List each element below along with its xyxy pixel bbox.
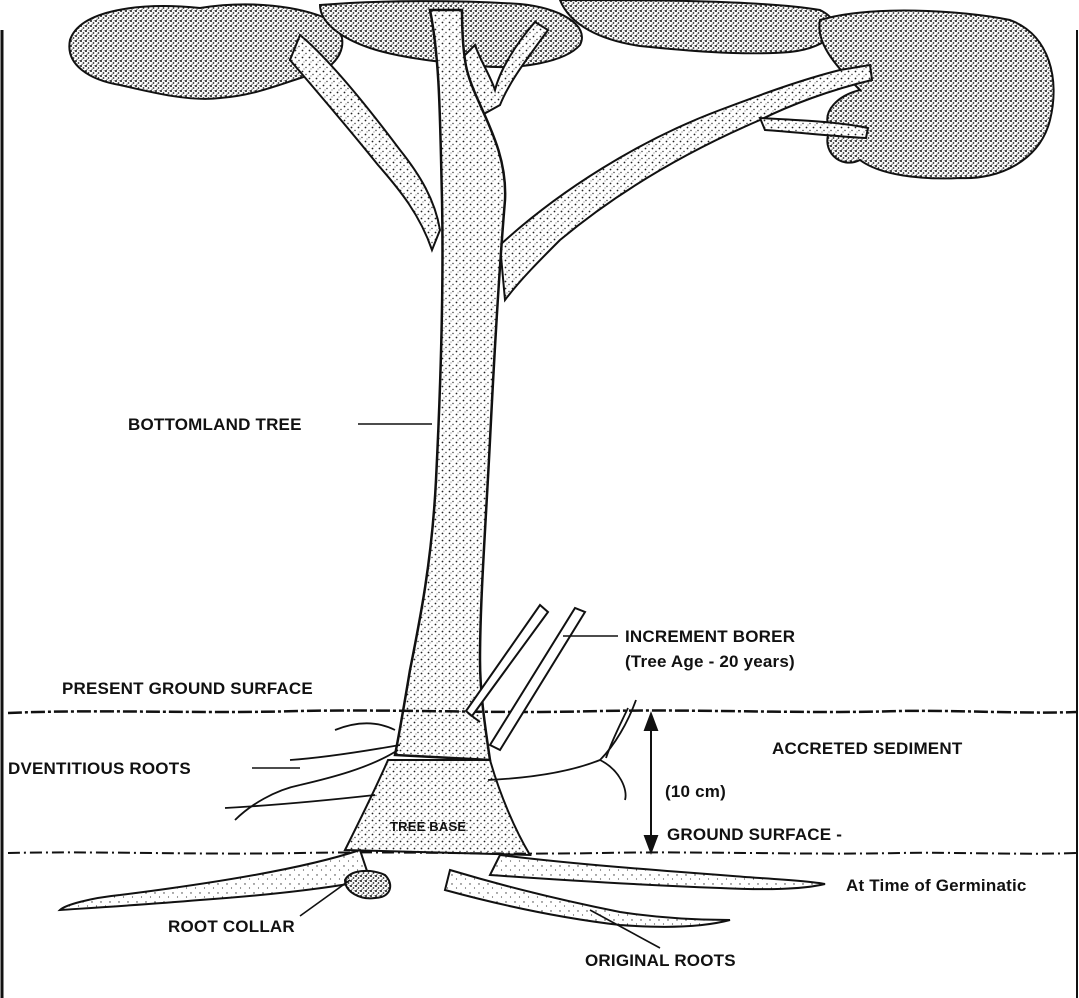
branch-left bbox=[290, 35, 440, 250]
label-at-time-of-germination: At Time of Germinatic bbox=[846, 877, 1027, 894]
label-accreted-sediment: ACCRETED SEDIMENT bbox=[772, 740, 962, 757]
label-sediment-depth: (10 cm) bbox=[665, 783, 726, 800]
label-ground-surface: GROUND SURFACE - bbox=[667, 826, 842, 843]
label-adventitious-roots: DVENTITIOUS ROOTS bbox=[8, 760, 191, 777]
root-collar-knob bbox=[345, 871, 390, 898]
sediment-depth-arrow bbox=[645, 714, 657, 852]
root-left bbox=[60, 850, 370, 910]
branch-right bbox=[500, 65, 872, 300]
label-tree-base: TREE BASE bbox=[390, 820, 466, 833]
foliage-right-top bbox=[560, 0, 834, 53]
label-tree-age: (Tree Age - 20 years) bbox=[625, 653, 795, 670]
root-right-long bbox=[490, 855, 825, 889]
foliage-far-right bbox=[819, 11, 1053, 179]
tree-base-buried bbox=[345, 760, 530, 855]
label-original-roots: ORIGINAL ROOTS bbox=[585, 952, 736, 969]
label-bottomland-tree: BOTTOMLAND TREE bbox=[128, 416, 302, 433]
label-increment-borer: INCREMENT BORER bbox=[625, 628, 795, 645]
label-root-collar: ROOT COLLAR bbox=[168, 918, 295, 935]
label-present-ground-surface: PRESENT GROUND SURFACE bbox=[62, 680, 313, 697]
branches bbox=[290, 22, 872, 300]
original-roots bbox=[60, 850, 825, 927]
present-ground-line bbox=[8, 711, 1077, 713]
trunk bbox=[395, 10, 505, 760]
original-ground-line bbox=[8, 852, 1077, 853]
canopy bbox=[69, 0, 1053, 178]
